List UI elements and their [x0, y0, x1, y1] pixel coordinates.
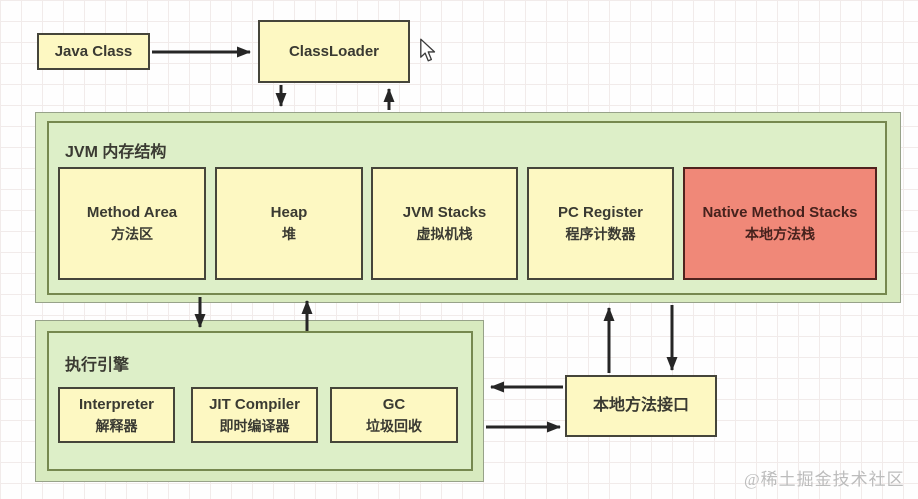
- heap-label-zh: 堆: [282, 226, 296, 243]
- jit-compiler-label-en: JIT Compiler: [209, 395, 300, 413]
- java-class-label: Java Class: [54, 42, 133, 60]
- interpreter-label-en: Interpreter: [78, 395, 155, 413]
- jvm-stacks-label-en: JVM Stacks: [402, 204, 487, 222]
- gc-node: GC 垃圾回收: [330, 387, 458, 443]
- method-area-node: Method Area 方法区: [58, 167, 206, 280]
- engine-title: 执行引擎: [65, 357, 130, 374]
- jit-compiler-label-zh: 即时编译器: [219, 417, 290, 434]
- watermark-text: @稀土掘金技术社区: [744, 470, 905, 489]
- gc-label-zh: 垃圾回收: [366, 417, 422, 434]
- native-method-stacks-label-zh: 本地方法栈: [745, 226, 815, 243]
- interpreter-node: Interpreter 解释器: [58, 387, 175, 443]
- jvm-stacks-label-zh: 虚拟机栈: [416, 226, 473, 243]
- native-method-interface-node: 本地方法接口: [565, 375, 717, 437]
- pc-register-label-zh: 程序计数器: [565, 226, 636, 243]
- pc-register-label-en: PC Register: [557, 204, 644, 222]
- method-area-label-en: Method Area: [86, 204, 178, 222]
- native-method-stacks-label-en: Native Method Stacks: [702, 204, 858, 222]
- gc-label-en: GC: [382, 395, 406, 413]
- mouse-cursor-icon: [420, 38, 436, 62]
- classloader-label: ClassLoader: [288, 42, 380, 60]
- interpreter-label-zh: 解释器: [95, 417, 138, 434]
- native-method-stacks-node: Native Method Stacks 本地方法栈: [683, 167, 877, 280]
- jit-compiler-node: JIT Compiler 即时编译器: [191, 387, 318, 443]
- classloader-node: ClassLoader: [258, 20, 410, 83]
- native-method-interface-label: 本地方法接口: [592, 397, 689, 415]
- method-area-label-zh: 方法区: [111, 226, 153, 243]
- pc-register-node: PC Register 程序计数器: [527, 167, 674, 280]
- java-class-node: Java Class: [37, 33, 150, 70]
- heap-label-en: Heap: [270, 204, 308, 222]
- heap-node: Heap 堆: [215, 167, 363, 280]
- jvm-stacks-node: JVM Stacks 虚拟机栈: [371, 167, 518, 280]
- memory-title: JVM 内存结构: [65, 144, 167, 161]
